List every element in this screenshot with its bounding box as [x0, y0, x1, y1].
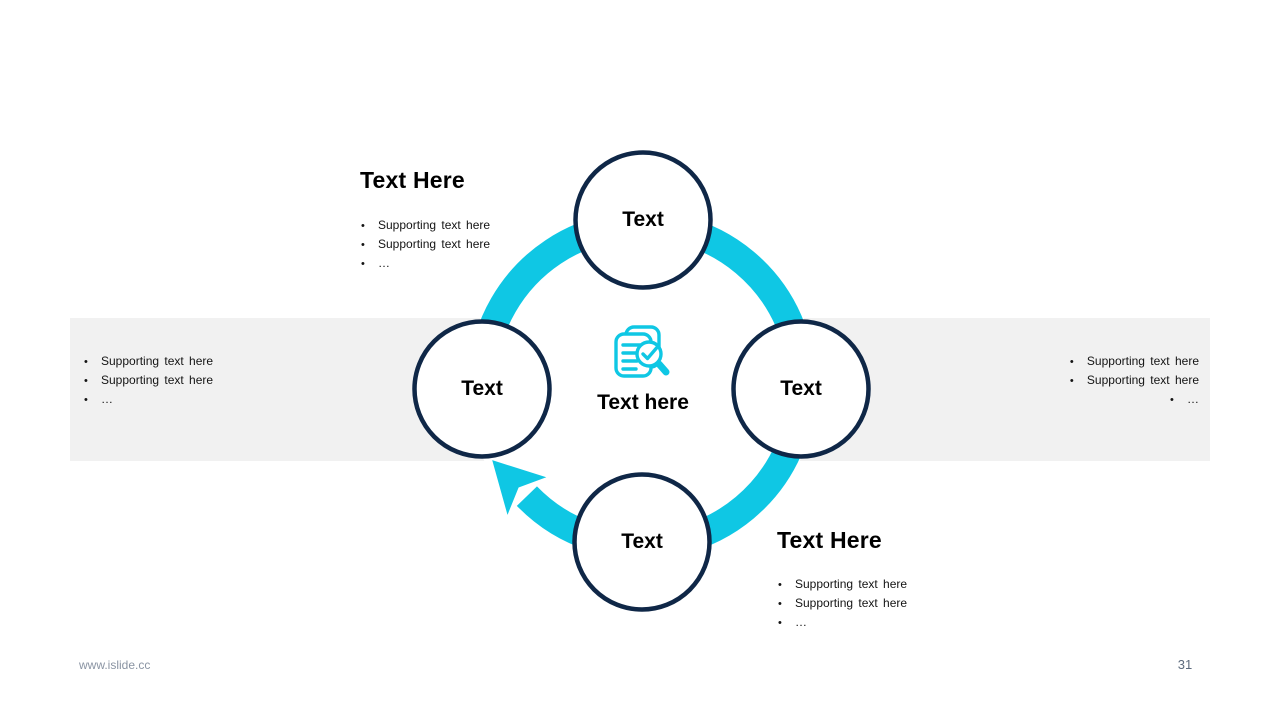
bullet-icon: • [84, 356, 88, 368]
bullet-icon: • [778, 617, 782, 629]
bullet-text: Supporting text here [101, 354, 214, 368]
bullet-row: • Supporting text here [778, 594, 907, 613]
bullet-row: • … [361, 254, 490, 273]
page-number: 31 [1177, 657, 1193, 672]
bullet-text: … [378, 256, 390, 270]
bullet-row: • Supporting text here [361, 216, 490, 235]
bullet-icon: • [361, 258, 365, 270]
bullet-icon: • [361, 220, 365, 232]
cycle-ring-arc [468, 211, 816, 559]
bullet-row: • … [999, 390, 1199, 409]
bullet-row: • … [778, 613, 907, 632]
callout-bullets-left: • Supporting text here • Supporting text… [84, 352, 213, 409]
bullet-icon: • [1069, 375, 1074, 387]
callout-bullets-top-left: • Supporting text here • Supporting text… [361, 216, 490, 273]
footer-url-link[interactable]: www.islide.cc [79, 658, 151, 672]
bullet-row: • Supporting text here [84, 352, 213, 371]
bullet-icon: • [778, 598, 782, 610]
bullet-text: Supporting text here [795, 577, 908, 591]
bullet-icon: • [84, 394, 88, 406]
bullet-row: • … [84, 390, 213, 409]
ring-inner-disc [467, 210, 817, 560]
node-circle-left [412, 319, 552, 459]
callout-title-bottom-right: Text Here [777, 527, 882, 553]
bullet-text: … [101, 392, 113, 406]
node-circle-bottom [572, 472, 712, 612]
bullet-text: Supporting text here [1086, 373, 1199, 387]
bullet-icon: • [361, 239, 365, 251]
center-label: Text here [597, 391, 689, 414]
bullet-row: • Supporting text here [84, 371, 213, 390]
bullet-text: Supporting text here [795, 596, 908, 610]
node-label-top: Text [622, 208, 664, 231]
bullet-row: • Supporting text here [999, 352, 1199, 371]
bullet-icon: • [84, 375, 88, 387]
bullet-text: … [1187, 392, 1199, 406]
node-label-bottom: Text [621, 530, 663, 553]
node-label-right: Text [780, 377, 822, 400]
callout-bullets-bottom-right: • Supporting text here • Supporting text… [778, 575, 907, 632]
bullet-row: • Supporting text here [778, 575, 907, 594]
bullet-text: Supporting text here [378, 218, 491, 232]
bullet-text: Supporting text here [378, 237, 491, 251]
bullet-text: Supporting text here [1086, 354, 1199, 368]
bullet-icon: • [1069, 356, 1074, 368]
callout-title-top-left: Text Here [360, 167, 465, 193]
node-circle-right [731, 319, 871, 459]
callout-bullets-right: • Supporting text here • Supporting text… [999, 352, 1199, 409]
bullet-text: Supporting text here [101, 373, 214, 387]
cycle-arrow-head-icon [492, 460, 547, 515]
bullet-icon: • [1170, 394, 1174, 406]
bullet-row: • Supporting text here [999, 371, 1199, 390]
bullet-text: … [795, 615, 807, 629]
bullet-icon: • [778, 579, 782, 591]
node-label-left: Text [461, 377, 503, 400]
bullet-row: • Supporting text here [361, 235, 490, 254]
node-circle-top [573, 150, 713, 290]
document-search-check-icon [614, 325, 670, 378]
